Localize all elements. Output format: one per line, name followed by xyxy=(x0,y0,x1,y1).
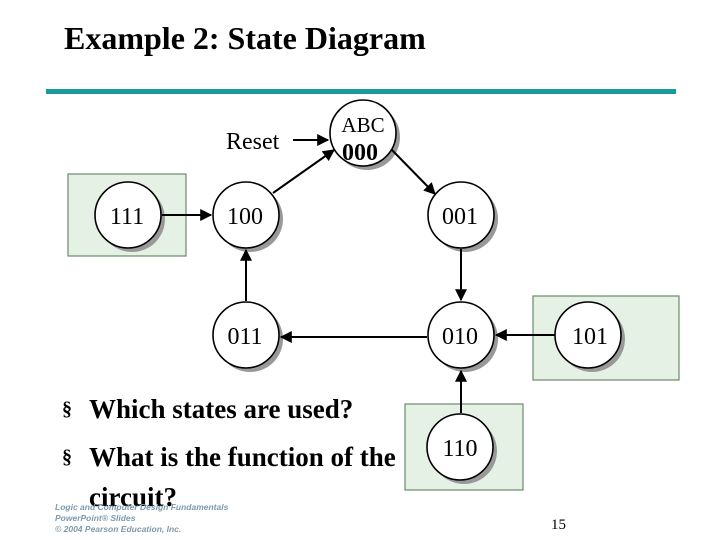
state-label-011: 011 xyxy=(227,324,262,350)
state-label-100: 100 xyxy=(227,204,263,230)
bullet-list: § Which states are used? § What is the f… xyxy=(62,386,422,517)
square-bullet-icon: § xyxy=(62,446,72,468)
footer-line: Logic and Computer Design Fundamentals xyxy=(55,502,229,512)
state-110 xyxy=(426,413,494,481)
square-bullet-icon: § xyxy=(62,398,72,420)
bullet-text: Which states are used? xyxy=(89,394,354,424)
state-label-001: 001 xyxy=(442,204,478,230)
state-label-111: 111 xyxy=(110,204,144,230)
edge-000-001 xyxy=(391,149,436,195)
slide-title: Example 2: State Diagram xyxy=(64,20,426,56)
page-number: 15 xyxy=(551,517,566,533)
state-label-110: 110 xyxy=(442,436,477,462)
state-010 xyxy=(427,301,495,369)
bullet-text: What is the function of the circuit? xyxy=(89,442,396,512)
bullet-item: § What is the function of the circuit? xyxy=(62,437,422,517)
state-001 xyxy=(427,181,495,249)
state-label-101: 101 xyxy=(572,324,608,350)
state-label-000: 000 xyxy=(342,140,378,166)
reset-label: Reset xyxy=(226,129,280,155)
footer-credit: Logic and Computer Design Fundamentals P… xyxy=(55,502,228,535)
state-label-010: 010 xyxy=(442,324,478,350)
state-000 xyxy=(329,99,397,167)
abc-label: ABC xyxy=(341,113,384,137)
title-rule xyxy=(46,89,676,94)
footer-line: © 2004 Pearson Education, Inc. xyxy=(55,524,182,534)
footer-line: PowerPoint® Slides xyxy=(55,513,136,523)
state-100 xyxy=(212,181,280,249)
state-111 xyxy=(94,181,162,249)
bullet-item: § Which states are used? xyxy=(62,386,422,433)
edge-100-000 xyxy=(272,149,335,194)
state-011 xyxy=(212,301,280,369)
